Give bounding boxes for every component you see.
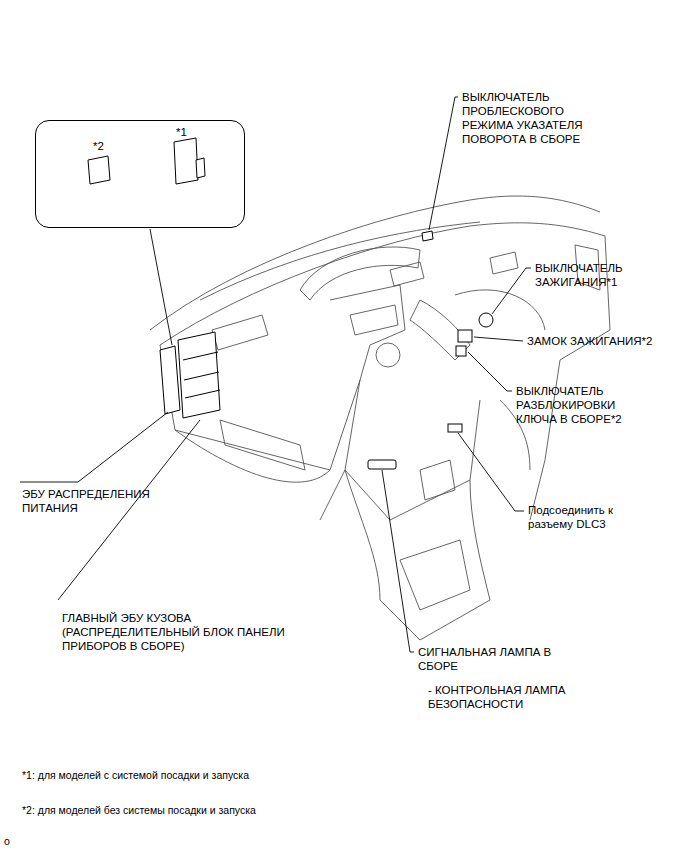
part-label: ВЫКЛЮЧАТЕЛЬ ПРОБЛЕСКОВОГО РЕЖИМА УКАЗАТЕ… — [462, 90, 612, 146]
part-label: ГЛАВНЫЙ ЭБУ КУЗОВА (РАСПРЕДЕЛИТЕЛЬНЫЙ БЛ… — [62, 611, 292, 653]
part-label: - КОНТРОЛЬНАЯ ЛАМПА БЕЗОПАСНОСТИ — [428, 683, 578, 711]
callout-number: *1 — [176, 125, 187, 139]
part-label: ЗАМОК ЗАЖИГАНИЯ*2 — [527, 334, 682, 348]
part-label: ВЫКЛЮЧАТЕЛЬ РАЗБЛОКИРОВКИ КЛЮЧА В СБОРЕ*… — [516, 384, 641, 426]
part-label: ВЫКЛЮЧАТЕЛЬ ЗАЖИГАНИЯ*1 — [535, 261, 655, 289]
part-label: Подсоединить к разъему DLC3 — [528, 503, 658, 531]
part-label: *2: для моделей без системы посадки и за… — [22, 803, 422, 817]
callout-number: *2 — [93, 139, 104, 153]
part-label: СИГНАЛЬНАЯ ЛАМПА В СБОРЕ — [418, 645, 568, 673]
part-label: ЭБУ РАСПРЕДЕЛЕНИЯ ПИТАНИЯ — [22, 487, 162, 515]
inset-box: *2 *1 — [35, 120, 245, 228]
part-label: o — [4, 834, 24, 848]
part-label: *1: для моделей с системой посадки и зап… — [22, 768, 422, 782]
